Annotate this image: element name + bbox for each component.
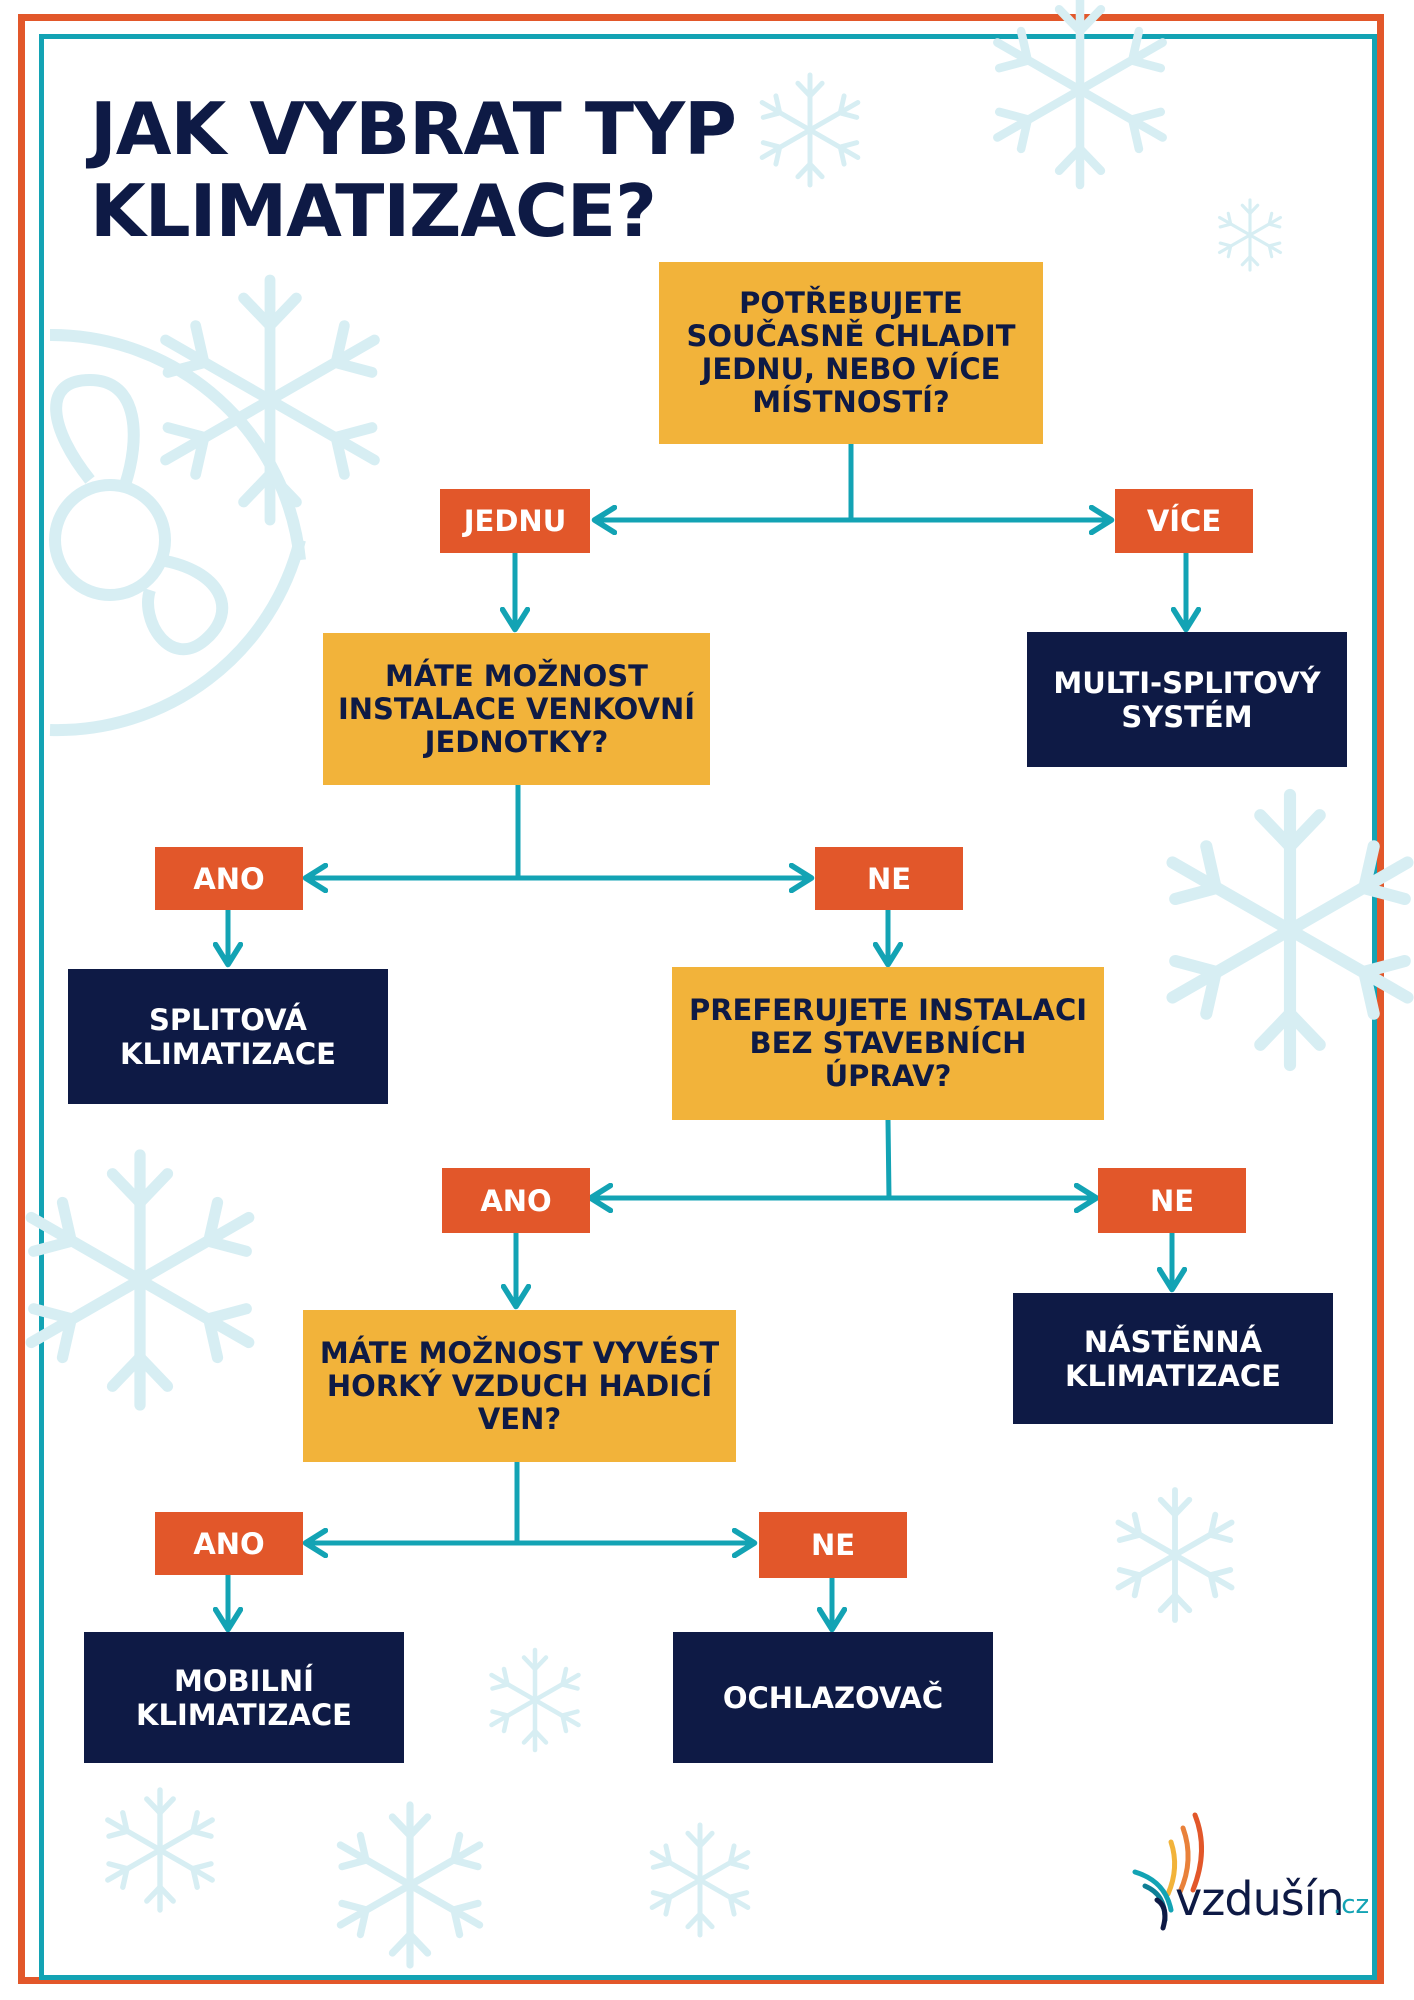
logo-name: vzdušín [1175, 1872, 1345, 1926]
label-ano: ANO [155, 1512, 303, 1575]
vzdusin-logo: vzdušín .cz [1125, 1810, 1375, 1940]
label-ne: NE [1098, 1168, 1246, 1233]
wing-icon [1132, 1812, 1205, 1931]
logo-domain: .cz [1333, 1890, 1370, 1920]
question-cool-rooms: POTŘEBUJETE SOUČASNĚ CHLADIT JEDNU, NEBO… [659, 262, 1043, 444]
result-mobile: MOBILNÍ KLIMATIZACE [84, 1632, 404, 1763]
fan-watermark [49, 328, 306, 737]
result-multi-split: MULTI-SPLITOVÝ SYSTÉM [1027, 632, 1347, 767]
page-title-line-2: KLIMATIZACE? [90, 169, 657, 253]
question-no-construction: PREFERUJETE INSTALACI BEZ STAVEBNÍCH ÚPR… [672, 967, 1104, 1120]
result-wall-mounted: NÁSTĚNNÁ KLIMATIZACE [1013, 1293, 1333, 1424]
page-title: JAK VYBRAT TYP KLIMATIZACE? [90, 87, 737, 253]
connector-q3-down [885, 1117, 892, 1201]
page-title-line-1: JAK VYBRAT TYP [90, 87, 737, 171]
label-jednu: JEDNU [440, 489, 590, 553]
question-hot-air-hose: MÁTE MOŽNOST VYVÉST HORKÝ VZDUCH HADICÍ … [303, 1310, 736, 1462]
result-split: SPLITOVÁ KLIMATIZACE [68, 969, 388, 1104]
result-cooler: OCHLAZOVAČ [673, 1632, 993, 1763]
label-vice: VÍCE [1115, 489, 1253, 553]
question-outdoor-unit: MÁTE MOŽNOST INSTALACE VENKOVNÍ JEDNOTKY… [323, 633, 710, 785]
label-ano: ANO [155, 847, 303, 910]
label-ne: NE [759, 1512, 907, 1578]
outer-frame [18, 14, 1384, 1984]
label-ano: ANO [442, 1168, 590, 1233]
label-ne: NE [815, 847, 963, 910]
